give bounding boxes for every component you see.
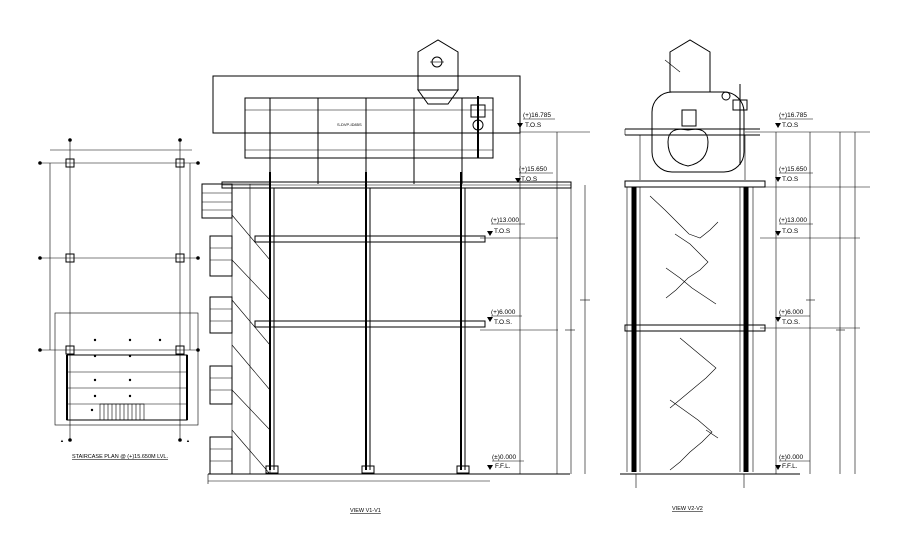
svg-text:T.O.S: T.O.S [782, 176, 799, 183]
view2-hopper [669, 39, 711, 93]
plan-stair-treads [99, 403, 145, 421]
view1-equipment-label: S-DVP-ID85S [337, 122, 362, 127]
svg-text:(+)15.650: (+)15.650 [519, 166, 547, 173]
svg-text:(+)6.000: (+)6.000 [779, 309, 804, 316]
svg-text:(+)6.000: (+)6.000 [491, 309, 516, 316]
svg-text:(+)16.785: (+)16.785 [779, 112, 807, 119]
view2-structure [620, 39, 870, 488]
view1-level-0000: (±)0.000 F.F.L. [487, 454, 524, 470]
svg-text:T.O.S: T.O.S [782, 122, 799, 129]
plan-caption: STAIRCASE PLAN @ (+)15.650M LVL. [72, 454, 168, 460]
view1-level-16785: (+)16.785 T.O.S [517, 112, 555, 132]
svg-text:(+)13.000: (+)13.000 [491, 217, 519, 224]
view2-boiler [651, 91, 745, 173]
svg-text:(±)0.000: (±)0.000 [779, 454, 804, 461]
svg-text:(±)0.000: (±)0.000 [492, 454, 517, 461]
svg-text:T.O.S: T.O.S [782, 228, 799, 235]
svg-text:(+)15.650: (+)15.650 [779, 166, 807, 173]
svg-text:T.O.S: T.O.S [521, 176, 538, 183]
svg-text:T.O.S: T.O.S [525, 122, 542, 129]
view2-level-15650: (+)15.650 T.O.S [775, 166, 813, 183]
view1-level-15650: (+)15.650 T.O.S [515, 166, 553, 183]
svg-text:▲: ▲ [186, 438, 190, 443]
svg-text:F.F.L.: F.F.L. [782, 463, 798, 470]
view1-structure [201, 39, 590, 484]
view1-caption: VIEW V1-V1 [350, 508, 381, 514]
view1-level-6000: (+)6.000 T.O.S. [487, 309, 522, 326]
view1-hopper [417, 39, 459, 91]
view2-caption: VIEW V2-V2 [672, 506, 703, 512]
svg-text:F.F.L.: F.F.L. [495, 463, 511, 470]
svg-text:T.O.S.: T.O.S. [782, 319, 800, 326]
view2-level-16785: (+)16.785 T.O.S [775, 112, 813, 129]
view2-level-0000: (±)0.000 F.F.L. [775, 454, 810, 470]
view1-level-13000: (+)13.000 T.O.S [487, 217, 525, 236]
view2-level-6000: (+)6.000 T.O.S. [775, 309, 810, 326]
svg-text:(+)16.785: (+)16.785 [523, 112, 551, 119]
svg-text:▲: ▲ [60, 438, 64, 443]
svg-text:(+)13.000: (+)13.000 [779, 217, 807, 224]
svg-text:T.O.S: T.O.S [494, 228, 511, 235]
svg-text:T.O.S.: T.O.S. [494, 319, 512, 326]
view2-level-13000: (+)13.000 T.O.S [775, 217, 813, 236]
staircase-plan: ▲ ▲ [38, 138, 200, 443]
